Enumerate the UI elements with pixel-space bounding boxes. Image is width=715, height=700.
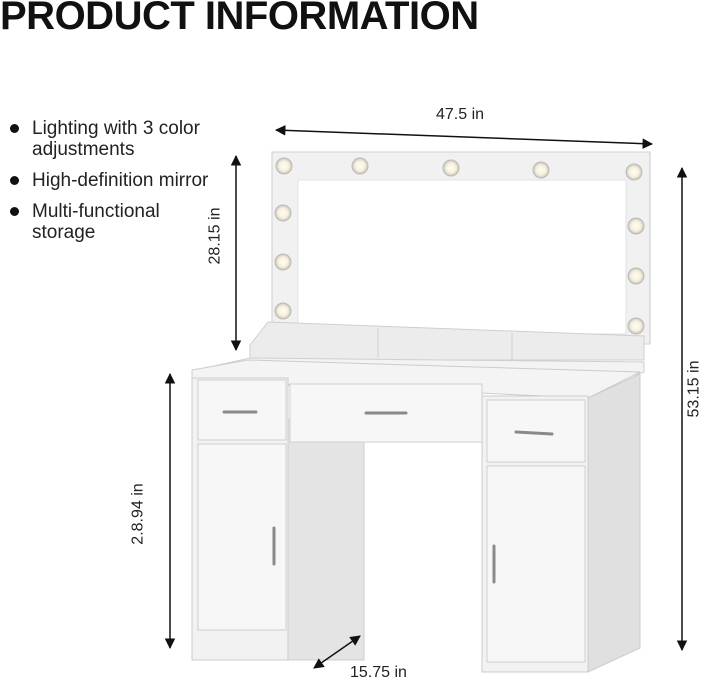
- bulb-icon: [625, 163, 643, 181]
- feature-label: High-definition mirror: [32, 170, 209, 191]
- bullet-icon: [10, 207, 19, 216]
- bulb-icon: [627, 317, 645, 335]
- bulb-icon: [627, 267, 645, 285]
- depth-label: 15.75 in: [350, 664, 407, 681]
- bullet-icon: [10, 124, 19, 133]
- drawer-handle: [514, 430, 554, 436]
- bulb-icon: [627, 217, 645, 235]
- bulb-icon: [274, 253, 292, 271]
- total-height-label: 53.15 in: [685, 360, 703, 418]
- mirror-bulbs: [274, 157, 645, 335]
- feature-item-mirror: High-definition mirror: [10, 170, 225, 191]
- mirror: [271, 151, 651, 345]
- bulb-icon: [274, 302, 292, 320]
- bulb-icon: [274, 204, 292, 222]
- bulb-icon: [532, 161, 550, 179]
- feature-list: Lighting with 3 color adjustments High-d…: [10, 118, 225, 253]
- desk-height-label: 2.8.94 in: [129, 483, 147, 545]
- feature-label: Multi-functional storage: [32, 201, 160, 243]
- feature-item-lighting: Lighting with 3 color adjustments: [10, 118, 225, 160]
- bulb-icon: [351, 157, 369, 175]
- page-title: PRODUCT INFORMATION: [0, 0, 479, 38]
- desk: [191, 359, 641, 673]
- depth-arrow: [313, 635, 361, 669]
- mirror-height-label: 28.15 in: [206, 207, 224, 265]
- width-arrow: [274, 125, 654, 149]
- width-label: 47.5 in: [436, 106, 485, 123]
- feature-item-storage: Multi-functional storage: [10, 201, 225, 243]
- bulb-icon: [275, 157, 293, 175]
- bulb-icon: [442, 159, 460, 177]
- feature-label: Lighting with 3 color adjustments: [32, 118, 200, 160]
- bullet-icon: [10, 176, 19, 185]
